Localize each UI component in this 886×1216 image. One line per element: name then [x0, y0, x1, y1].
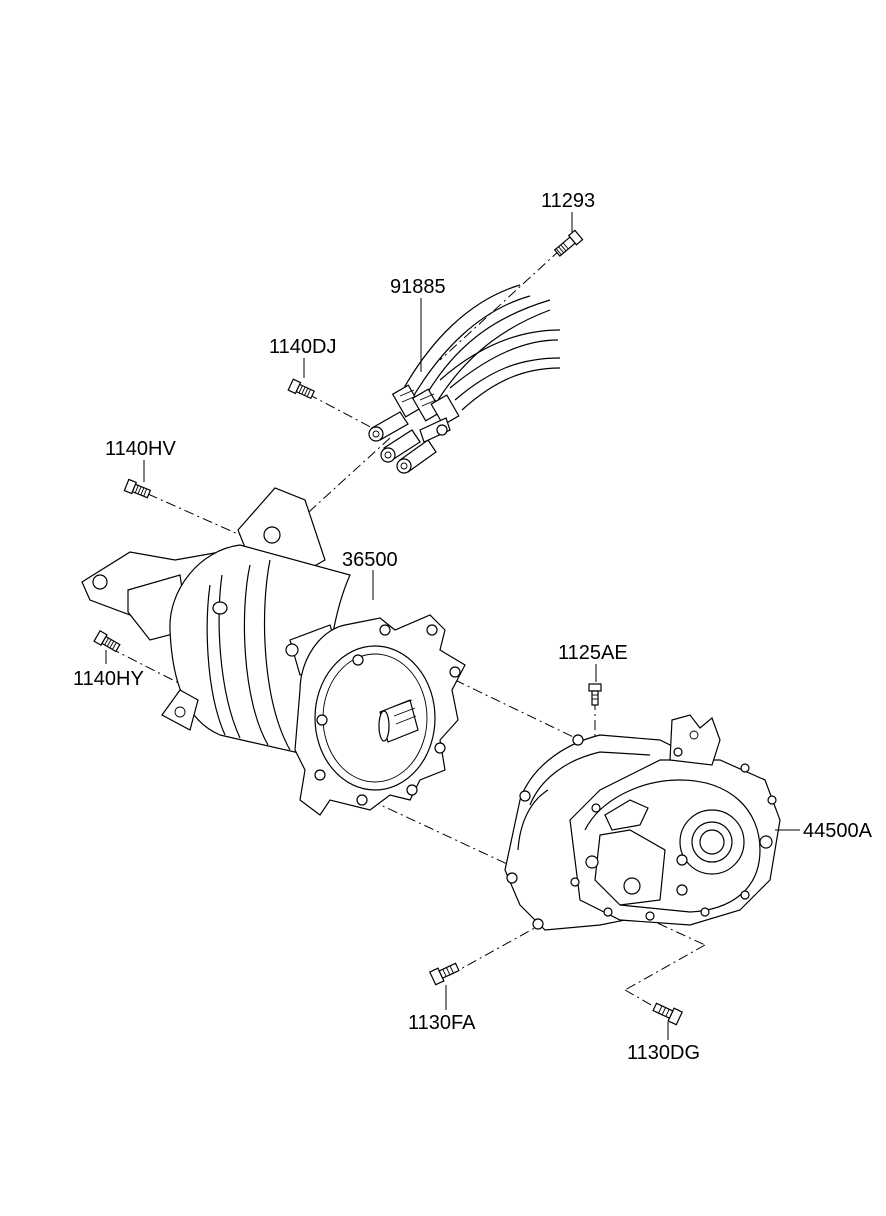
cable-harness-91885-icon [368, 284, 561, 474]
label-1140HY: 1140HY [73, 668, 144, 690]
transaxle-44500A-icon [504, 714, 781, 931]
label-36500: 36500 [342, 549, 398, 571]
bolt-1140DJ-icon [287, 378, 315, 400]
label-1130DG: 1130DG [627, 1042, 701, 1064]
label-1140HV: 1140HV [105, 438, 176, 460]
bolt-1125AE-icon [588, 683, 602, 706]
label-1125AE: 1125AE [558, 642, 628, 664]
bolt-1130FA-icon [428, 962, 460, 986]
leader-lines [105, 212, 800, 1040]
bolt-1130DG-icon [652, 1002, 684, 1026]
bolt-11293-icon [553, 229, 584, 257]
label-44500A: 44500A [803, 820, 872, 842]
label-1130FA: 1130FA [408, 1012, 476, 1034]
bolt-1140HV-icon [123, 478, 152, 499]
bolt-1140HY-icon [93, 629, 121, 653]
label-1140DJ: 1140DJ [269, 336, 337, 358]
label-91885: 91885 [390, 276, 446, 298]
electric-motor-36500-icon [81, 487, 466, 816]
label-11293: 11293 [541, 190, 596, 212]
